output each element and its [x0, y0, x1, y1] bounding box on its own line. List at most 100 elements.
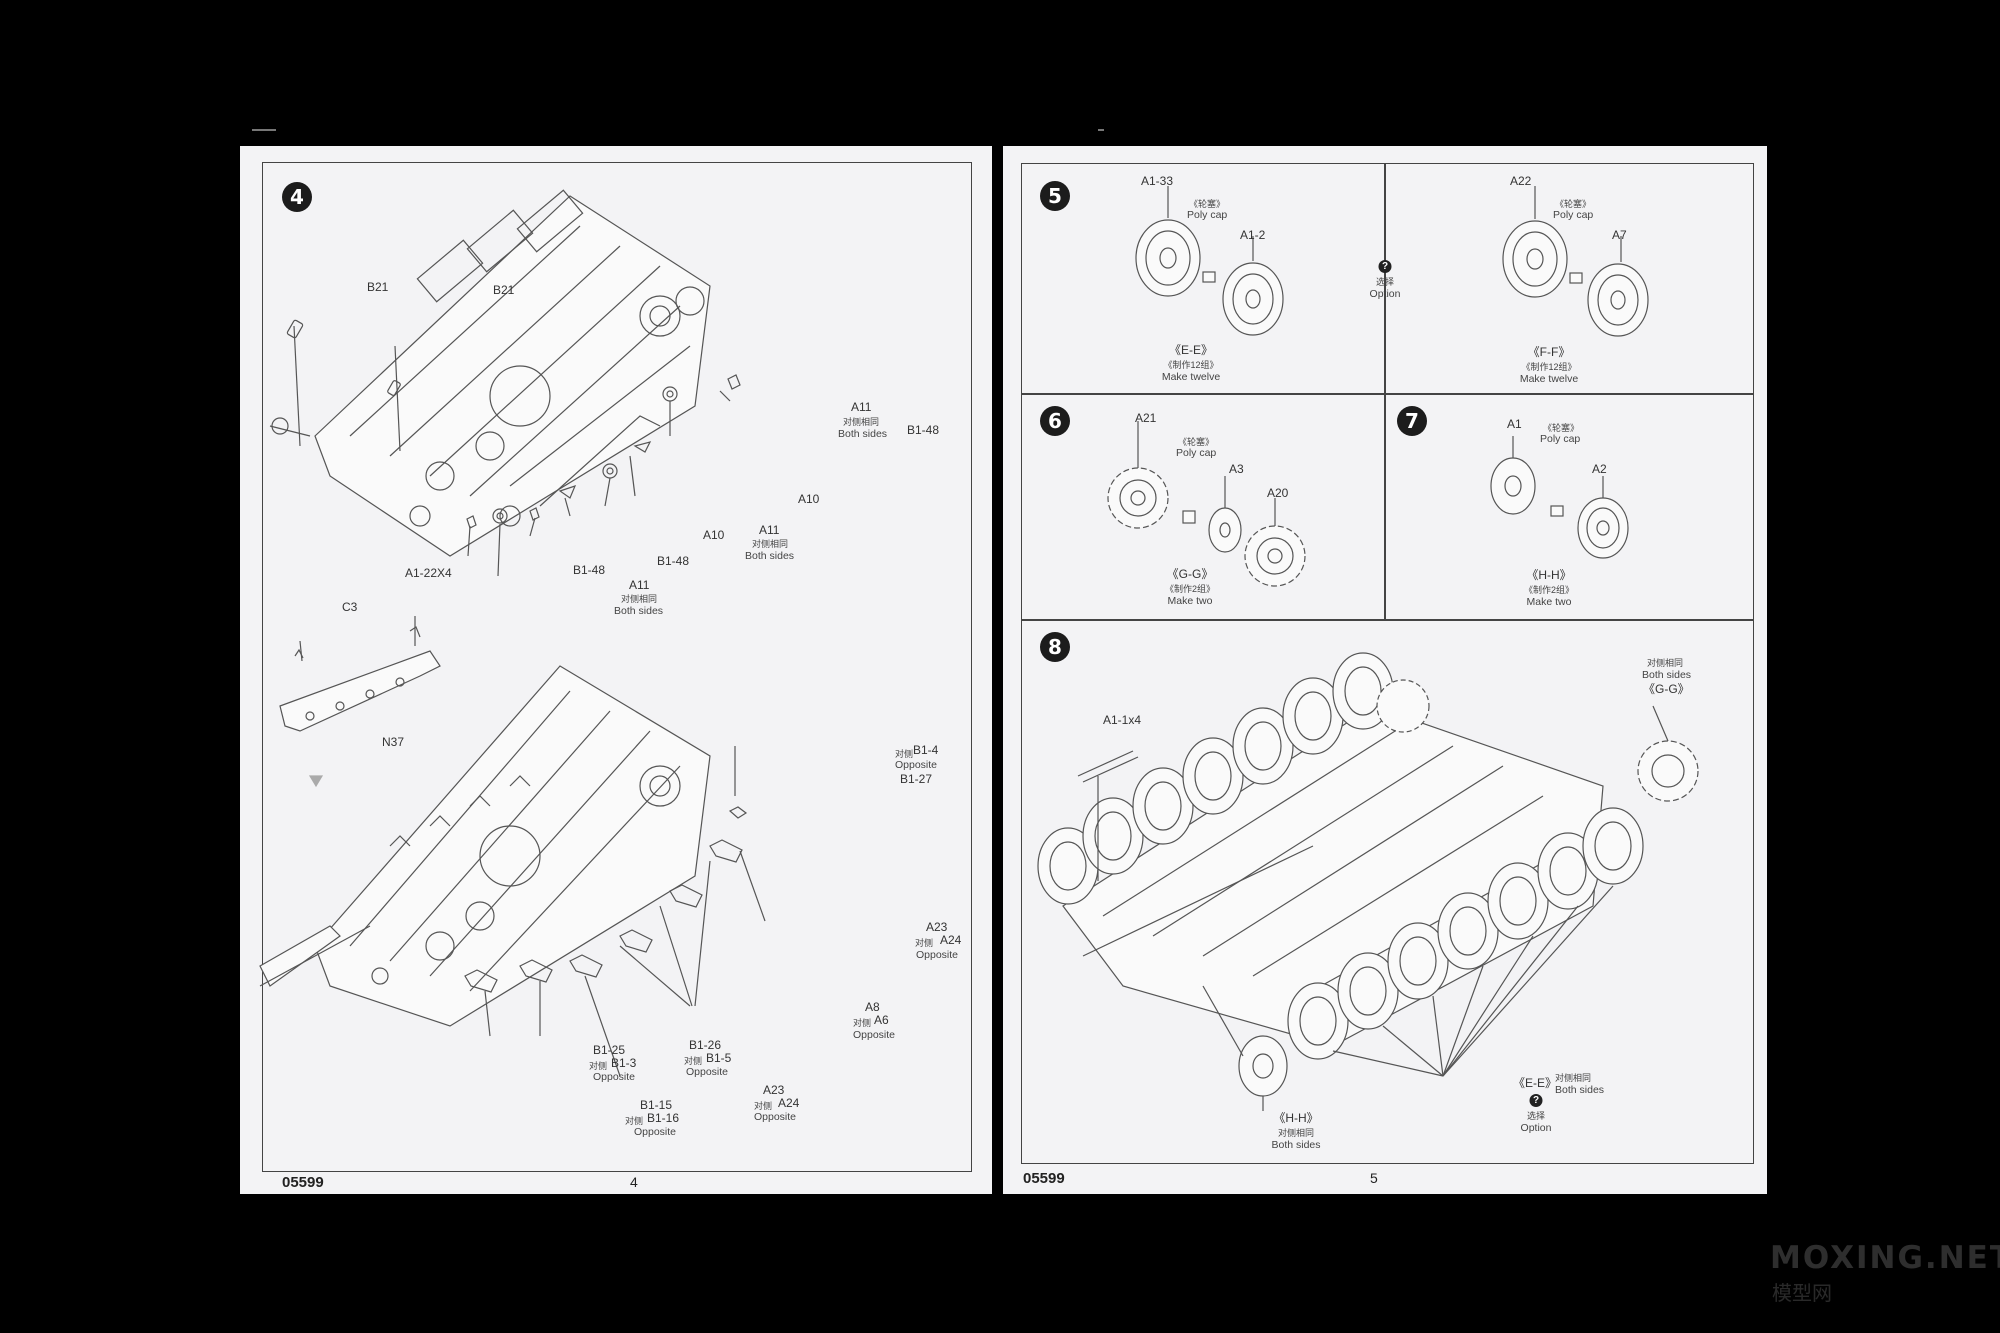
label-b1-3-cn: 对侧: [589, 1061, 608, 1071]
watermark-brand: MOXING.NET: [1770, 1240, 2000, 1276]
label-make-e: Make twelve: [1161, 371, 1221, 383]
label-a11-top-cn: 对侧相同: [843, 417, 880, 427]
label-option: Option: [1369, 288, 1401, 300]
label-opt-cn-step8: 选择: [1526, 1111, 1546, 1121]
left-page-frame: [262, 162, 972, 1172]
idler-wheel-illustration: [1490, 436, 1629, 559]
label-a24-bottom-en: Opposite: [754, 1111, 797, 1123]
wheels-assembly-drawing: [1037, 186, 1699, 1111]
panel-step-6: [1021, 393, 1386, 621]
label-polycap-h: Poly cap: [1540, 433, 1581, 445]
label-a24-bottom: A24: [778, 1096, 800, 1110]
label-a11-bottom-en: Both sides: [614, 605, 664, 617]
label-ee-en: Both sides: [1555, 1084, 1605, 1096]
label-a6: A6: [874, 1013, 889, 1027]
panel-step-5-f: [1384, 163, 1754, 395]
label-hh-cn: 对侧相同: [1277, 1128, 1315, 1138]
label-a11-bottom: A11: [629, 578, 650, 592]
label-polycap-e: Poly cap: [1187, 209, 1228, 221]
label-set-g-g: 《G-G》: [1166, 567, 1214, 581]
label-polycap-g: Poly cap: [1176, 447, 1217, 459]
label-a11-top: A11: [851, 400, 872, 414]
label-a1-22x4: A1-22X4: [405, 566, 452, 580]
label-make-f: Make twelve: [1519, 373, 1579, 385]
label-b1-48-mid: B1-48: [657, 554, 690, 568]
catalog-number-right: 05599: [1023, 1170, 1065, 1187]
top-print-mark-left: [252, 129, 276, 131]
label-make-cn-f: 《制作12组》: [1521, 362, 1577, 372]
label-gg-cn: 对侧相同: [1647, 658, 1684, 668]
label-make-cn-g: 《制作2组》: [1164, 584, 1216, 594]
label-hh-en: Both sides: [1271, 1139, 1321, 1151]
label-polycap-cn-e: 《轮塞》: [1189, 199, 1226, 209]
step-6-badge: 6: [1040, 406, 1070, 436]
label-b1-15: B1-15: [640, 1098, 673, 1112]
label-a8: A8: [865, 1000, 880, 1014]
label-a24-right: A24: [940, 933, 962, 947]
label-a3: A3: [1229, 462, 1244, 476]
label-polycap-f: Poly cap: [1553, 209, 1594, 221]
page-number-left: 4: [630, 1174, 638, 1190]
label-a24-bottom-cn: 对侧: [754, 1101, 773, 1111]
label-b1-4-cn: 对侧: [895, 749, 914, 759]
label-a24-right-cn: 对侧: [915, 938, 934, 948]
label-c3: C3: [342, 600, 358, 614]
label-a10-right: A10: [798, 492, 820, 506]
label-polycap-cn-f: 《轮塞》: [1555, 199, 1592, 209]
label-a1-33: A1-33: [1141, 174, 1174, 188]
label-b1-27: B1-27: [900, 772, 933, 786]
upper-chassis-illustration: [269, 189, 711, 557]
label-a22: A22: [1510, 174, 1532, 188]
label-a11-mid-en: Both sides: [745, 550, 795, 562]
label-gg: 《G-G》: [1643, 682, 1690, 696]
label-make-cn-h: 《制作2组》: [1523, 585, 1575, 595]
chassis-assembly-drawing: [259, 189, 766, 1077]
lower-chassis-illustration: [259, 665, 711, 1027]
label-b21-right: B21: [493, 283, 515, 297]
part-n37-illustration: [279, 616, 441, 732]
label-a20: A20: [1267, 486, 1289, 500]
page-number-right: 5: [1370, 1170, 1378, 1186]
label-make-h: Make two: [1526, 596, 1572, 608]
label-b1-48-left: B1-48: [573, 563, 606, 577]
step-5-badge: 5: [1040, 181, 1070, 211]
label-a11-bottom-cn: 对侧相同: [621, 594, 658, 604]
label-b21-left: B21: [367, 280, 389, 294]
label-a11-top-en: Both sides: [838, 428, 888, 440]
label-set-h-h: 《H-H》: [1526, 568, 1572, 582]
label-a1-2: A1-2: [1240, 228, 1266, 242]
instruction-page-right: 5 6 7 8 A1-33 《轮塞》 Poly cap A1-2 《E-E》 《…: [1003, 146, 1767, 1194]
panel-step-7: [1384, 393, 1754, 621]
label-b1-5-en: Opposite: [686, 1066, 729, 1078]
label-b1-5: B1-5: [706, 1051, 732, 1065]
label-a10-mid: A10: [703, 528, 725, 542]
label-b1-3: B1-3: [611, 1056, 637, 1070]
upper-row-road-wheels: [1037, 652, 1430, 905]
label-option-cn: 选择: [1375, 277, 1395, 287]
label-b1-25: B1-25: [593, 1043, 626, 1057]
label-a1: A1: [1507, 417, 1522, 431]
label-opt-en-step8: Option: [1520, 1122, 1552, 1134]
label-polycap-cn-h: 《轮塞》: [1543, 423, 1580, 433]
label-a23-right: A23: [926, 920, 948, 934]
label-a7: A7: [1612, 228, 1627, 242]
label-b1-4-en: Opposite: [895, 759, 938, 771]
label-a1-1x4: A1-1x4: [1103, 713, 1142, 727]
label-ee-cn: 对侧相同: [1555, 1073, 1592, 1083]
watermark-cn: 模型网: [1772, 1281, 1832, 1305]
top-print-mark-right: [1098, 129, 1104, 131]
label-polycap-cn-g: 《轮塞》: [1178, 437, 1215, 447]
label-make-g: Make two: [1167, 595, 1213, 607]
label-set-f-f: 《F-F》: [1527, 345, 1571, 359]
label-make-cn-e: 《制作12组》: [1163, 360, 1219, 370]
label-b1-16: B1-16: [647, 1111, 680, 1125]
option-question-icon-step8: ?: [1529, 1094, 1543, 1107]
label-a11-mid: A11: [759, 523, 780, 537]
label-a6-cn: 对侧: [853, 1018, 872, 1028]
instruction-page-left: 4: [240, 146, 992, 1194]
step-4-badge: 4: [282, 182, 312, 212]
label-b1-3-en: Opposite: [593, 1071, 636, 1083]
panel-step-8: [1021, 619, 1754, 1164]
suspension-arms-illustration: [464, 806, 748, 993]
label-n37: N37: [382, 735, 405, 749]
